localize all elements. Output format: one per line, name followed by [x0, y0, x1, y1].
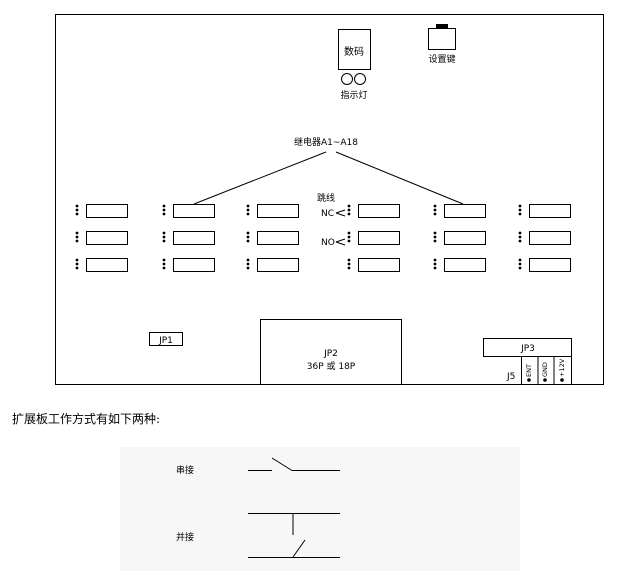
relay-pointer-left: [193, 151, 327, 205]
relay-pins: [433, 231, 437, 243]
jp1-header: [149, 332, 183, 346]
relay: [529, 258, 571, 272]
relay: [257, 231, 299, 245]
relay: [86, 204, 128, 218]
no-label: NO: [321, 238, 335, 248]
jp2-sublabel: 36P 或 18P: [307, 360, 356, 372]
set-key-cap: [436, 24, 448, 28]
relay-pins: [246, 258, 250, 270]
j5-pin-label: GND: [541, 362, 549, 377]
relay-pins: [347, 204, 351, 216]
relay-pins: [518, 204, 522, 216]
relay-pins: [162, 231, 166, 243]
relay-pins: [246, 204, 250, 216]
serial-switch-blade: [271, 457, 293, 471]
relay-pins: [162, 258, 166, 270]
jp2-label: JP2: [323, 349, 338, 359]
relay-pins: [433, 258, 437, 270]
jp3-label: JP3: [520, 344, 535, 354]
jp1-label: JP1: [158, 336, 173, 346]
indicator-led-left: [341, 73, 353, 85]
set-key: [428, 28, 456, 50]
relay-pins: [246, 231, 250, 243]
j5-pins: ENT GND +12V: [525, 358, 566, 382]
indicator-label: 指示灯: [340, 89, 367, 101]
j5-label: J5: [506, 372, 515, 382]
relay-label: 继电器A1~A18: [294, 136, 358, 148]
indicator-led-right: [354, 73, 366, 85]
relay-pins: [347, 258, 351, 270]
digit-display-label: 数码: [344, 45, 364, 58]
relay: [529, 204, 571, 218]
relay-pins: [75, 231, 79, 243]
nc-label: NC: [321, 209, 334, 219]
relay: [173, 231, 215, 245]
relay: [173, 258, 215, 272]
modes-panel: [120, 447, 520, 571]
parallel-switch-blade: [292, 539, 306, 558]
relay-pins: [518, 231, 522, 243]
relay: [529, 231, 571, 245]
relay: [173, 204, 215, 218]
j5-pin-dot: [560, 378, 564, 382]
serial-label: 串接: [176, 464, 194, 476]
relay: [358, 231, 400, 245]
set-key-label: 设置键: [428, 53, 455, 65]
relay-pins: [518, 258, 522, 270]
relay: [358, 204, 400, 218]
relay-pins: [347, 231, 351, 243]
relay: [257, 258, 299, 272]
relay: [444, 204, 486, 218]
jp2-connector: [260, 319, 402, 385]
j5-pin-label: ENT: [525, 364, 533, 377]
relay: [86, 258, 128, 272]
relay-pins: [433, 204, 437, 216]
digit-display: [338, 29, 371, 70]
caption-text: 扩展板工作方式有如下两种:: [12, 412, 161, 426]
relay-grid: [75, 204, 571, 272]
j5-pin-dot: [543, 378, 547, 382]
jumper-symbol: [335, 209, 346, 217]
relay-pins: [75, 204, 79, 216]
relay: [257, 204, 299, 218]
relay: [86, 231, 128, 245]
jumper-symbol: [335, 238, 346, 246]
j5-pin-label: +12V: [558, 358, 566, 377]
relay-pointer-right: [335, 151, 464, 205]
parallel-label: 并接: [176, 531, 194, 543]
relay: [444, 258, 486, 272]
jumper-label: 跳线: [317, 192, 335, 204]
j5-pin-dot: [527, 378, 531, 382]
relay-pins: [75, 258, 79, 270]
relay: [358, 258, 400, 272]
relay: [444, 231, 486, 245]
relay-pins: [162, 204, 166, 216]
